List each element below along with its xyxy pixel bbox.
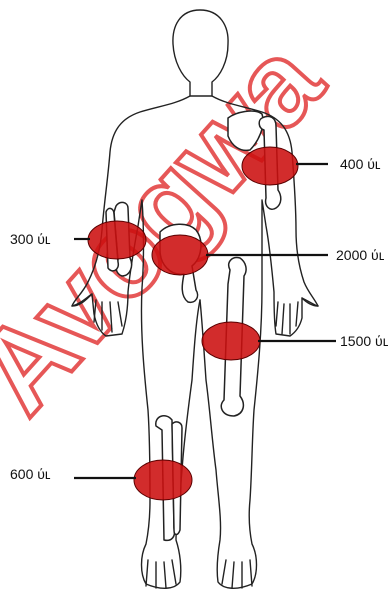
marker-femur-right: [202, 322, 260, 360]
label-forearm-left: 300 ύʟ: [10, 231, 51, 247]
marker-forearm-left: [88, 221, 146, 259]
marker-shoulder-right: [242, 147, 298, 185]
label-shoulder-right: 400 ύʟ: [340, 156, 381, 172]
label-femur-right: 1500 ύʟ: [340, 333, 389, 349]
label-tibia-left: 600 ύʟ: [10, 466, 51, 482]
marker-pelvis: [152, 235, 208, 275]
label-pelvis: 2000 ύʟ: [336, 247, 385, 263]
marker-tibia-left: [134, 460, 192, 500]
